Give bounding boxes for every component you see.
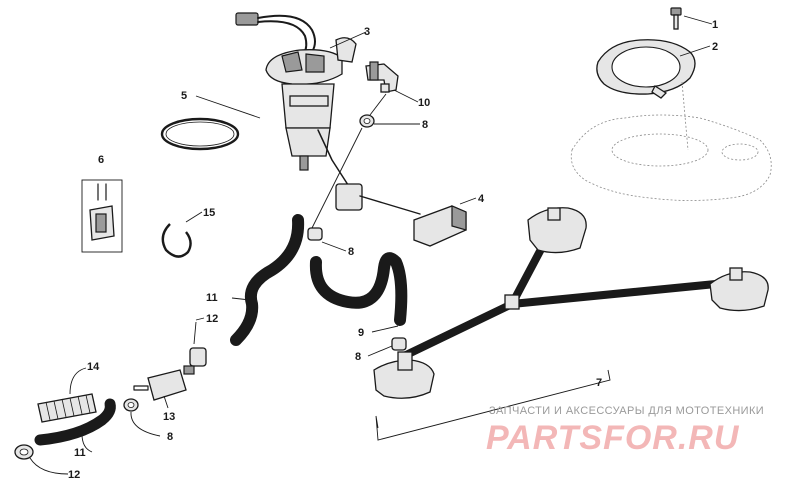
leader-4 xyxy=(459,197,477,205)
part-10-elbow-fitting xyxy=(365,61,399,93)
callout-8d: 8 xyxy=(355,351,361,363)
leader-15 xyxy=(185,211,203,223)
part-12-clamp-upper xyxy=(189,347,207,367)
callout-7: 7 xyxy=(596,377,602,389)
leader-10 xyxy=(393,89,419,103)
leader-1 xyxy=(683,15,713,25)
part-2-mounting-flange xyxy=(596,39,696,99)
leader-8d xyxy=(367,345,393,357)
part-14-protective-sleeve xyxy=(37,393,97,423)
callout-6: 6 xyxy=(98,154,104,166)
leader-2 xyxy=(679,45,711,57)
small-fitting xyxy=(380,83,390,93)
callout-11a: 11 xyxy=(206,292,218,304)
part-1-bolt xyxy=(670,7,682,30)
callout-11b: 11 xyxy=(74,447,86,459)
leader-8-guide xyxy=(311,127,363,229)
leader-8b xyxy=(321,241,347,252)
fuel-tank-outline xyxy=(570,81,772,201)
callout-9: 9 xyxy=(358,327,364,339)
callout-8c: 8 xyxy=(167,431,173,443)
leader-8a-link xyxy=(369,93,387,116)
part-8-clamp-top xyxy=(359,114,375,128)
leader-7 xyxy=(375,369,611,441)
part-8-clamp-middle xyxy=(307,227,323,241)
leader-3 xyxy=(329,31,367,49)
part-3-fuel-pump-assembly xyxy=(235,12,421,215)
leader-14 xyxy=(69,367,87,395)
callout-8a: 8 xyxy=(422,119,428,131)
callout-15: 15 xyxy=(203,207,215,219)
part-13-fuel-filter xyxy=(133,365,195,401)
leader-12a-tail xyxy=(195,317,205,321)
leader-9 xyxy=(371,325,399,333)
callout-10: 10 xyxy=(418,97,430,109)
callout-8b: 8 xyxy=(348,246,354,258)
watermark-caption: ЗАПЧАСТИ И АКСЕССУАРЫ ДЛЯ МОТОТЕХНИКИ xyxy=(489,405,765,417)
watermark-logo: PARTSFOR.RU xyxy=(486,419,740,457)
part-8-clamp-lower-right xyxy=(391,337,407,351)
leader-13 xyxy=(163,395,169,409)
leader-11b xyxy=(81,433,93,453)
leader-8c xyxy=(130,411,161,437)
callout-13: 13 xyxy=(163,411,175,423)
part-11-hose-lower xyxy=(34,398,116,446)
leader-5 xyxy=(195,95,261,119)
callout-3: 3 xyxy=(364,26,370,38)
part-15-clip xyxy=(161,223,192,258)
part-12-clamp-lower xyxy=(14,444,34,460)
callout-2: 2 xyxy=(712,41,718,53)
callout-1: 1 xyxy=(712,19,718,31)
leader-12a xyxy=(193,321,197,345)
part-4-float xyxy=(413,205,467,247)
part-6-sender-bracket xyxy=(81,179,123,253)
callout-5: 5 xyxy=(181,90,187,102)
leader-12b xyxy=(29,457,69,475)
callout-14: 14 xyxy=(87,361,100,373)
callout-12a: 12 xyxy=(206,313,218,325)
part-11-hose-upper xyxy=(230,214,305,346)
callout-12b: 12 xyxy=(68,469,80,481)
part-8-clamp-lower-left xyxy=(123,398,139,412)
part-5-o-ring xyxy=(160,117,240,151)
callout-4: 4 xyxy=(478,193,485,205)
part-9-hose xyxy=(309,252,408,326)
part-7-crossover-assembly xyxy=(373,207,769,399)
leader-11a xyxy=(231,297,251,301)
